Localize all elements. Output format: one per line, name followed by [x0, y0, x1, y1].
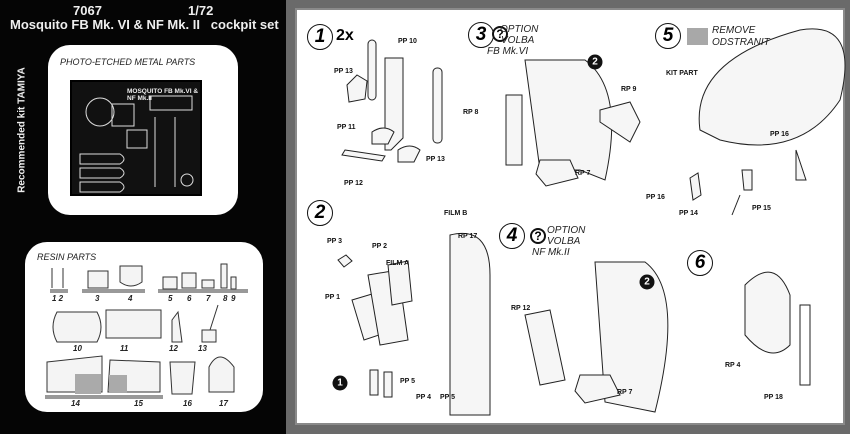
part-label: PP 13: [334, 68, 353, 75]
part-label: RP 17: [458, 233, 478, 240]
resin-number: 14: [71, 399, 80, 408]
step4-drawing: [524, 261, 669, 413]
part-label: RP 7: [575, 170, 591, 177]
part-label: PP 4: [416, 394, 432, 401]
resin-number: 12: [169, 344, 178, 353]
part-label: PP 1: [325, 294, 341, 301]
left-panel: 7067 1/72 Mosquito FB Mk. VI & NF Mk. II…: [0, 0, 286, 434]
step-2-number: 2: [307, 200, 333, 226]
resin-number: 9: [231, 294, 236, 303]
step5-canopy: [698, 28, 846, 146]
resin-number: 4: [128, 294, 133, 303]
part-label: PP 16: [770, 131, 789, 138]
option-text: OPTION: [500, 24, 539, 35]
step-5-number: 5: [655, 23, 681, 49]
option-icon: ?: [492, 26, 508, 42]
volba-text: VOLBA: [547, 236, 581, 247]
step-ref-badge: 1: [332, 375, 348, 391]
step-ref-badge: 2: [587, 54, 603, 70]
option-text: OPTION: [547, 225, 586, 236]
part-label: FILM A: [386, 260, 410, 267]
product-code: 7067: [73, 3, 102, 18]
step1-drawing: [341, 39, 443, 163]
part-label: PP 2: [372, 243, 388, 250]
part-label: PP 14: [679, 210, 698, 217]
pe-title: PHOTO-ETCHED METAL PARTS: [60, 57, 196, 67]
part-label: PP 18: [764, 394, 783, 401]
resin-number: 10: [73, 344, 82, 353]
resin-number: 13: [198, 344, 207, 353]
resin-parts-drawings: [45, 263, 248, 399]
option-icon: ?: [530, 228, 546, 244]
part-label: PP 3: [327, 238, 343, 245]
step-4-number: 4: [499, 223, 525, 249]
part-label: RP 4: [725, 362, 741, 369]
resin-number: 8: [223, 294, 228, 303]
part-label: PP 15: [752, 205, 771, 212]
part-label: PP 5: [440, 394, 456, 401]
step5-parts: [689, 149, 807, 216]
step-1-number: 1: [307, 24, 333, 50]
part-label: PP 5: [400, 378, 416, 385]
resin-number: 11: [120, 344, 129, 353]
part-label: RP 9: [621, 86, 637, 93]
fret-text: MOSQUITO FB Mk.VI & NF Mk.II: [127, 88, 199, 102]
part-label: FILM B: [444, 210, 468, 217]
step-6-number: 6: [687, 250, 713, 276]
resin-title: RESIN PARTS: [37, 252, 97, 262]
step-ref-badge: 2: [639, 274, 655, 290]
part-label: PP 16: [646, 194, 665, 201]
part-label: PP 13: [426, 156, 445, 163]
fret-parts: [79, 95, 194, 193]
variant-text: NF Mk.II: [532, 247, 570, 258]
resin-parts-card: RESIN PARTS: [25, 242, 263, 412]
resin-number: 15: [134, 399, 143, 408]
part-label: KIT PART: [666, 70, 698, 77]
resin-number: 17: [219, 399, 228, 408]
remove-swatch: [687, 28, 708, 45]
part-label: PP 11: [337, 124, 356, 131]
step-1-quantity: 2x: [336, 27, 354, 44]
resin-number: 1 2: [52, 294, 64, 303]
part-label: RP 8: [463, 109, 479, 116]
step3-drawing: [505, 59, 641, 187]
odstranit-text: ODSTRANIT: [712, 37, 770, 48]
step6-drawing: [744, 271, 811, 386]
resin-number: 3: [95, 294, 100, 303]
resin-number: 7: [206, 294, 211, 303]
step-3-number: 3: [468, 22, 494, 48]
volba-text: VOLBA: [501, 35, 535, 46]
variant-text: FB Mk.VI: [487, 46, 529, 57]
part-label: PP 10: [398, 38, 417, 45]
resin-number: 5: [168, 294, 173, 303]
part-label: RP 7: [617, 389, 633, 396]
remove-text: REMOVE: [712, 25, 756, 36]
scale: 1/72: [188, 3, 214, 18]
resin-number: 16: [183, 399, 192, 408]
resin-number: 6: [187, 294, 192, 303]
step2-drawing: [337, 233, 491, 416]
pe-fret-image: MOSQUITO FB Mk.VI & NF Mk.II: [70, 80, 202, 196]
product-title: Mosquito FB Mk. VI & NF Mk. II cockpit s…: [10, 17, 279, 32]
part-label: PP 12: [344, 180, 363, 187]
part-label: RP 12: [511, 305, 531, 312]
